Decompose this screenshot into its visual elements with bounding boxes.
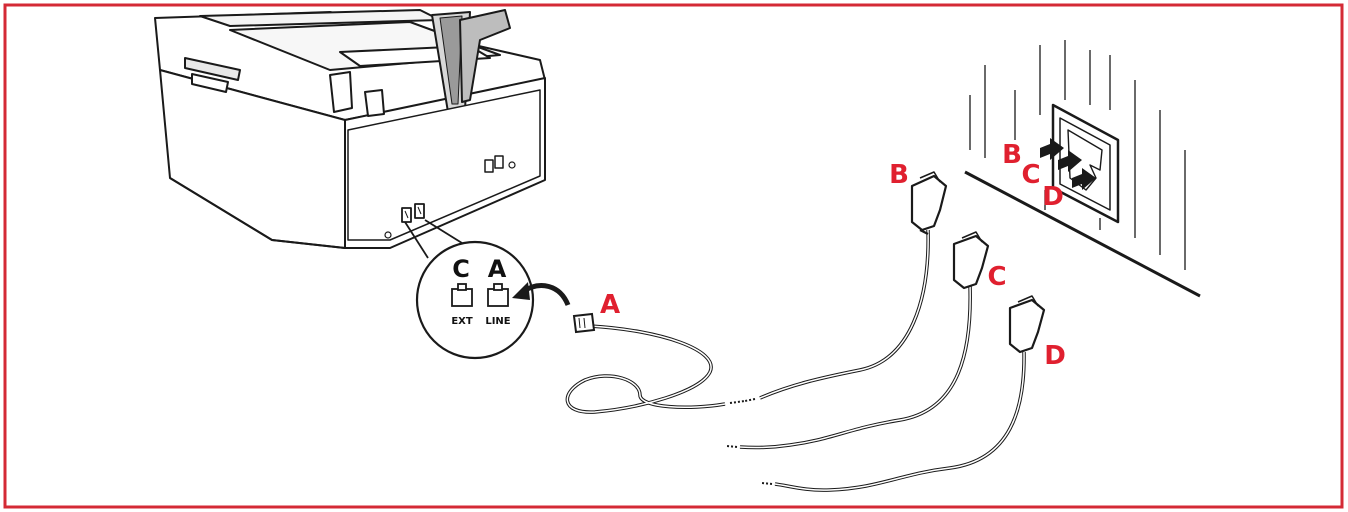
port-label-line: LINE (485, 316, 510, 327)
port-callout: C A EXT LINE (415, 240, 571, 360)
callout-label-c: C (452, 255, 470, 283)
cable-label-b: B (889, 160, 909, 190)
rj11-plug (572, 312, 596, 334)
cable-b (744, 171, 948, 402)
socket-label-c: C (1021, 160, 1040, 190)
wall-illustration (964, 40, 1201, 298)
callout-label-a: A (488, 255, 507, 283)
cable-d (761, 295, 1046, 492)
tae-plug-c (952, 231, 990, 290)
cable-label-c: C (987, 262, 1006, 292)
port-label-ext: EXT (451, 316, 473, 327)
printer-illustration (154, 9, 546, 249)
cable-label-d: D (1044, 341, 1066, 371)
cable-a (565, 312, 746, 414)
ext-port-icon (451, 283, 473, 307)
cable-c (726, 231, 990, 450)
tae-plug-d (1008, 295, 1046, 354)
connect-arrow (512, 282, 571, 307)
line-port-icon (487, 283, 509, 307)
wall-socket (1040, 103, 1120, 224)
socket-label-d: D (1042, 182, 1064, 212)
cable-label-a: A (600, 290, 620, 320)
socket-label-b: B (1002, 140, 1022, 170)
tae-plug-b (910, 171, 948, 235)
